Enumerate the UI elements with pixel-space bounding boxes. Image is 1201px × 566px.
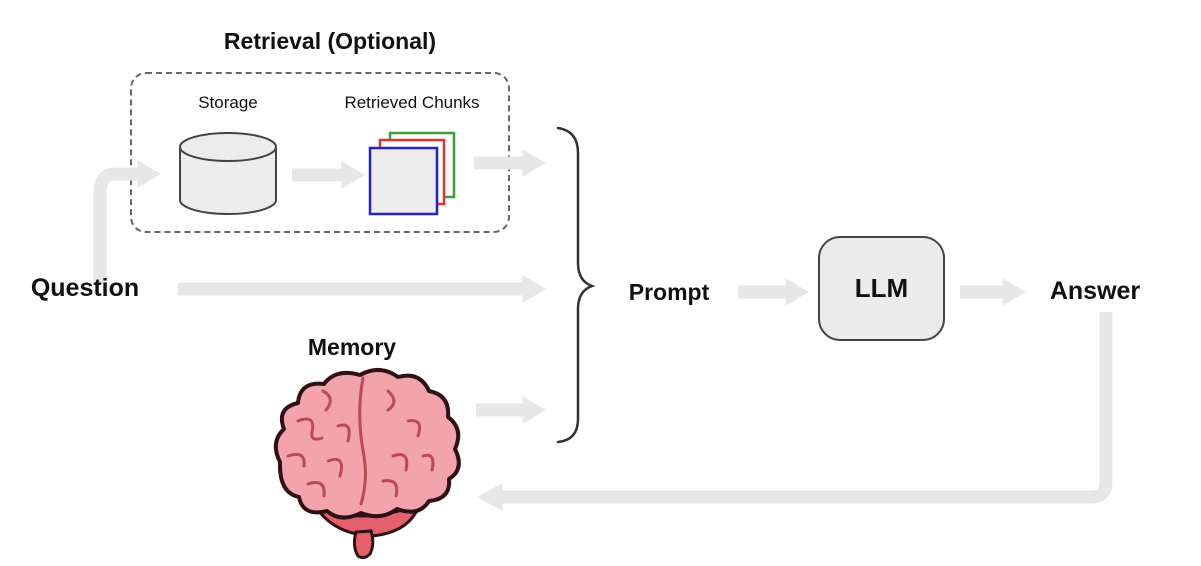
retrieved-chunks-label: Retrieved Chunks — [344, 93, 480, 112]
arrow-prompt-to-llm — [738, 278, 809, 306]
arrow-question-branch-to-retrieval — [93, 160, 161, 284]
llm-node: LLM — [818, 236, 945, 341]
memory-label: Memory — [307, 334, 397, 360]
arrow-answer-to-memory-feedback — [476, 312, 1113, 511]
storage-label: Storage — [198, 93, 258, 112]
brain-icon — [273, 368, 461, 560]
retrieval-group-box — [130, 72, 510, 233]
storage-cylinder-icon — [179, 132, 277, 215]
arrow-llm-to-answer — [960, 278, 1026, 306]
flow-arrows — [93, 149, 1113, 511]
answer-label: Answer — [1049, 277, 1141, 305]
prompt-label: Prompt — [628, 279, 710, 305]
arrow-memory-to-brace — [476, 396, 546, 424]
llm-label: LLM — [854, 273, 909, 303]
arrow-question-to-brace — [178, 275, 546, 303]
question-label: Question — [30, 274, 140, 302]
arrow-chunks-to-brace — [474, 149, 546, 177]
retrieved-chunks-icon — [368, 131, 456, 216]
retrieval-group-title: Retrieval (Optional) — [223, 28, 437, 54]
curly-brace-icon — [556, 126, 596, 444]
arrow-storage-to-chunks — [292, 161, 365, 189]
